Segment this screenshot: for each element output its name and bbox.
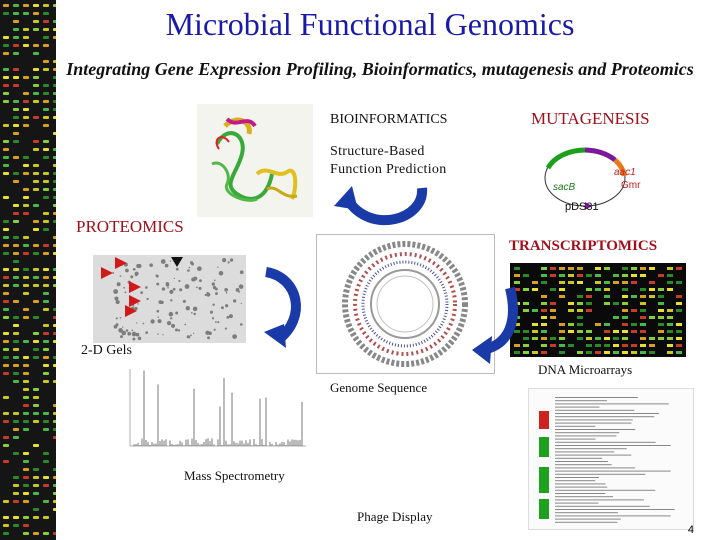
plasmid-map	[544, 147, 627, 210]
page-subtitle: Integrating Gene Expression Profiling, B…	[66, 59, 694, 79]
plasmid-arrow-marker	[585, 202, 592, 210]
plasmid-sacb-segment	[545, 147, 586, 170]
curved-arrow-transcriptomics	[472, 286, 518, 364]
genome-sequence-label: Genome Sequence	[330, 380, 428, 395]
bioinformatics-heading: BIOINFORMATICS	[330, 112, 448, 127]
plasmid-aac1-segment	[613, 158, 627, 177]
plasmid-gene-sacb: sacB	[553, 182, 576, 193]
protein-structure-image	[197, 104, 313, 217]
plasmid-purple-segment	[584, 147, 617, 162]
2d-gel-image	[93, 255, 246, 343]
microarray-strip-decoration	[0, 0, 56, 540]
dna-microarray-image	[510, 263, 686, 357]
curved-arrow-proteomics	[264, 267, 301, 348]
mutagenesis-heading: MUTAGENESIS	[531, 109, 650, 128]
phage-display-label: Phage Display	[357, 509, 433, 524]
plasmid-gene-aac1: aac1	[614, 167, 636, 178]
proteomics-heading: PROTEOMICS	[76, 217, 184, 236]
dna-microarrays-label: DNA Microarrays	[538, 362, 633, 377]
plasmid-name: pDS31	[565, 201, 599, 213]
gels-label: 2-D Gels	[81, 343, 132, 358]
page-number: 4	[687, 524, 694, 536]
genome-map-image	[316, 234, 495, 374]
transcriptomics-heading: TRANSCRIPTOMICS	[509, 238, 658, 254]
structure-prediction-label: Structure-Based Function Prediction	[330, 144, 447, 177]
curved-arrow-bioinformatics	[334, 186, 428, 226]
plasmid-gene-gmr: Gmr	[621, 180, 641, 191]
page-title: Microbial Functional Genomics	[165, 6, 575, 42]
phage-display-figure	[528, 388, 694, 530]
mass-spectrometry-label: Mass Spectrometry	[184, 468, 285, 483]
mass-spectrum-image	[120, 364, 310, 458]
